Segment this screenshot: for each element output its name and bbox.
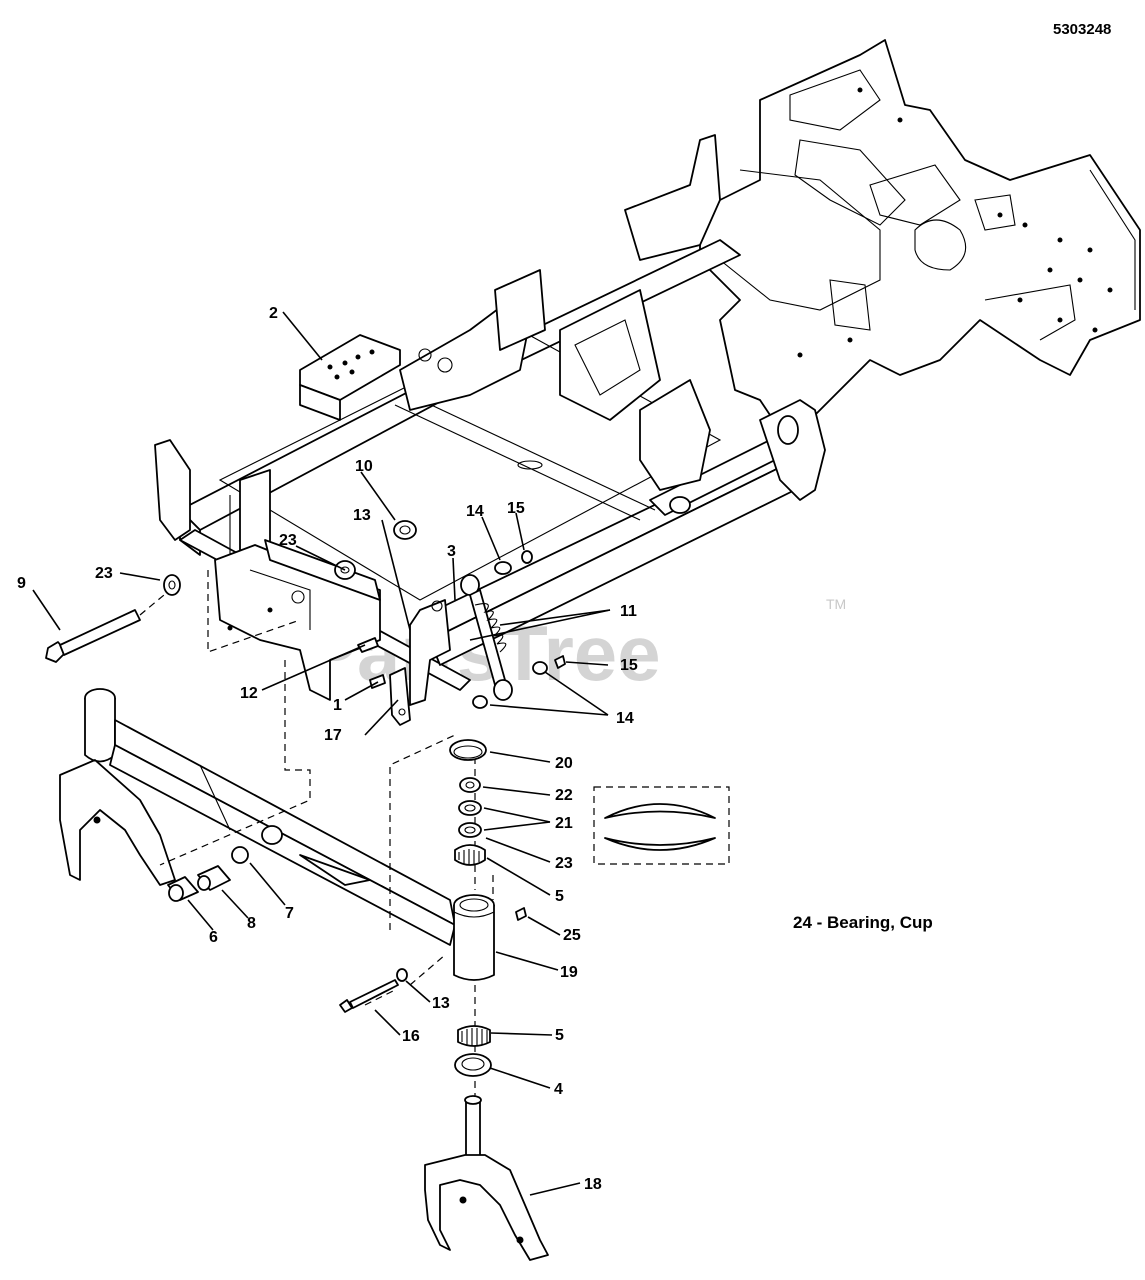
front-axle-beam xyxy=(59,688,456,946)
document-number: 5303248 xyxy=(1053,21,1111,38)
callout-3: 3 xyxy=(447,543,456,560)
callout-15-lower: 15 xyxy=(620,657,638,674)
front-pivot-bracket xyxy=(214,539,381,701)
callout-7: 7 xyxy=(285,905,294,922)
leader-lines xyxy=(32,311,611,1196)
main-frame xyxy=(154,134,826,691)
callout-4: 4 xyxy=(554,1081,563,1098)
callout-14-lower: 14 xyxy=(616,710,634,727)
washer-nut-hardware xyxy=(472,550,566,709)
callout-22: 22 xyxy=(555,787,573,804)
callout-8: 8 xyxy=(247,915,256,932)
part-10-spacer xyxy=(393,520,417,540)
callout-23-upper: 23 xyxy=(279,532,297,549)
callout-13-lower: 13 xyxy=(432,995,450,1012)
callout-18: 18 xyxy=(584,1176,602,1193)
callout-21: 21 xyxy=(555,815,573,832)
callout-labels: 2 10 14 15 13 23 3 23 9 11 15 12 1 14 17… xyxy=(17,305,638,1193)
watermark-tm: TM xyxy=(826,596,846,612)
bolt-16 xyxy=(339,968,408,1013)
callout-16: 16 xyxy=(402,1028,420,1045)
part-18-caster-fork xyxy=(424,1095,549,1261)
callout-9: 9 xyxy=(17,575,26,592)
callout-14-upper: 14 xyxy=(466,503,484,520)
callout-1: 1 xyxy=(333,697,342,714)
washer-23-left xyxy=(163,574,181,596)
part-3-bracket xyxy=(409,599,451,706)
part-9-bolt xyxy=(45,589,171,663)
callout-11: 11 xyxy=(620,603,637,620)
callout-15-upper: 15 xyxy=(507,500,525,517)
lower-bearing xyxy=(454,1025,492,1077)
callout-5-lower: 5 xyxy=(555,1027,564,1044)
bushing-parts xyxy=(167,846,249,902)
rear-frame-assembly xyxy=(699,39,1141,431)
callout-10: 10 xyxy=(355,458,373,475)
callout-20: 20 xyxy=(555,755,573,772)
assembly-guide-lines xyxy=(159,570,494,1100)
part-17-plate xyxy=(389,667,411,726)
callout-23-lower: 23 xyxy=(555,855,573,872)
callout-6: 6 xyxy=(209,929,218,946)
bearing-cup-legend: 24 - Bearing, Cup xyxy=(793,913,933,932)
callout-5-upper: 5 xyxy=(555,888,564,905)
callout-25: 25 xyxy=(563,927,581,944)
callout-12: 12 xyxy=(240,685,258,702)
part-11-shock-absorber xyxy=(460,574,513,701)
callout-13-upper: 13 xyxy=(353,507,371,524)
part-19-spindle-tube xyxy=(453,894,495,981)
bearing-cup-box xyxy=(593,786,730,865)
callout-17: 17 xyxy=(324,727,342,744)
part-2-plate xyxy=(299,334,401,421)
callout-2: 2 xyxy=(269,305,278,322)
callout-19: 19 xyxy=(560,964,578,981)
callout-23-left: 23 xyxy=(95,565,113,582)
bearing-stack xyxy=(449,739,487,866)
zerk-fitting xyxy=(515,907,527,921)
